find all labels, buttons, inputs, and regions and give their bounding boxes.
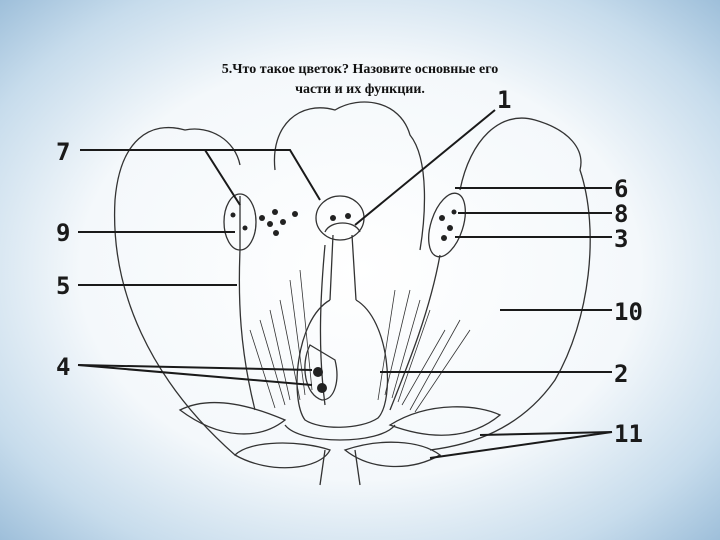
label-3: 3 — [614, 225, 628, 253]
pollen-dot — [280, 219, 286, 225]
anther-right — [428, 192, 466, 258]
pollen-dot — [439, 215, 445, 221]
pistil-style — [329, 234, 357, 301]
pollen-dot — [292, 211, 298, 217]
pollen-dot — [345, 213, 351, 219]
label-5: 5 — [56, 272, 70, 300]
pollen-dot — [441, 235, 447, 241]
leader-4a — [77, 364, 313, 371]
title-line-1: 5.Что такое цветок? Назовите основные ег… — [221, 62, 499, 77]
pollen-dot — [273, 230, 279, 236]
flower-drawing — [113, 101, 591, 486]
label-4: 4 — [56, 353, 70, 381]
ovary — [296, 299, 389, 428]
question-title: 5.Что такое цветок? Назовите основные ег… — [150, 60, 570, 100]
sepal-right — [388, 406, 502, 436]
receptacle — [284, 424, 396, 441]
leader-lines — [77, 109, 613, 459]
petal-middle — [273, 101, 426, 251]
pollen-dots — [230, 209, 457, 393]
ovule — [317, 383, 327, 393]
leader-11b — [429, 431, 613, 459]
label-2: 2 — [614, 360, 628, 388]
leader-1 — [354, 109, 496, 226]
label-9: 9 — [56, 219, 70, 247]
pollen-dot — [272, 209, 278, 215]
pollen-dot — [267, 221, 273, 227]
leader-11a — [479, 431, 613, 436]
pollen-dot — [451, 209, 457, 215]
petal-right — [429, 117, 591, 451]
sepal-front-left — [233, 442, 331, 469]
filament-mid — [319, 244, 326, 406]
title-line-2: части и их функции. — [295, 82, 425, 97]
hair-lines — [249, 269, 471, 413]
pollen-dot — [242, 225, 248, 231]
sepal-front-right — [343, 441, 442, 468]
ovule — [313, 367, 323, 377]
filament-right — [389, 254, 441, 411]
label-8: 8 — [614, 200, 628, 228]
pollen-dot — [330, 215, 336, 221]
pollen-dot — [447, 225, 453, 231]
label-10: 10 — [614, 298, 643, 326]
pollen-dot — [230, 212, 236, 218]
pollen-dot — [259, 215, 265, 221]
sepal-left — [178, 401, 287, 435]
anther-center — [315, 195, 365, 241]
ovule-cavity — [304, 344, 338, 401]
petal-left — [113, 126, 241, 456]
label-11: 11 — [614, 420, 643, 448]
filament-left — [238, 249, 256, 411]
label-6: 6 — [614, 175, 628, 203]
leader-7b — [205, 149, 321, 201]
leader-4b — [77, 364, 313, 386]
label-1: 1 — [497, 86, 511, 114]
stalk — [319, 449, 361, 486]
pistil-stigma — [324, 222, 361, 233]
label-7: 7 — [56, 138, 70, 166]
leader-7a — [80, 149, 241, 206]
